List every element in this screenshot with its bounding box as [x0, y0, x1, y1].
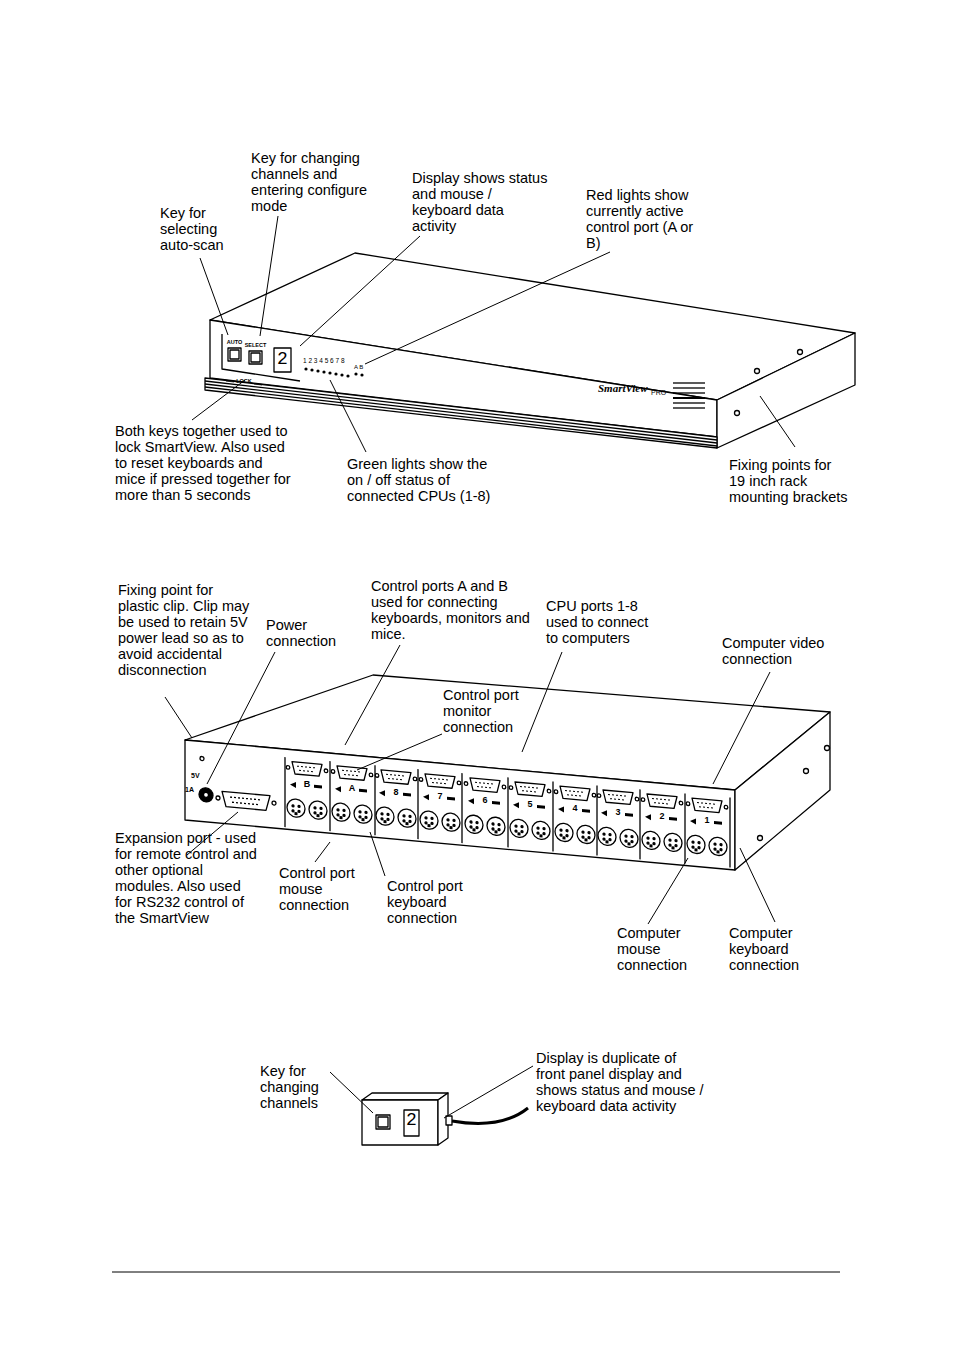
- brand-logo: SmartView: [598, 383, 648, 394]
- callout-label: Red lights show currently active control…: [586, 187, 704, 251]
- port-label: 6: [482, 796, 487, 805]
- leader-lines: [192, 216, 795, 452]
- callout-label: Key for changing channels: [260, 1063, 332, 1111]
- key-label: AUTO: [227, 340, 242, 346]
- callout-label: Fixing points for 19 inch rack mounting …: [729, 457, 849, 505]
- callout-label: Key for selecting auto-scan: [160, 205, 236, 253]
- callout-label: Control ports A and B used for connectin…: [371, 578, 531, 642]
- callout-label: CPU ports 1-8 used to connect to compute…: [546, 598, 662, 646]
- callout-label: Key for changing channels and entering c…: [251, 150, 381, 214]
- callout-label: Green lights show the on / off status of…: [347, 456, 492, 504]
- port-label: A: [349, 784, 356, 793]
- led-numbers: 1 2 3 4 5 6 7 8: [303, 358, 345, 365]
- callout-label: Fixing point for plastic clip. Clip may …: [118, 582, 254, 678]
- display-digit: 2: [277, 350, 288, 368]
- port-label: 5: [527, 800, 532, 809]
- leader-lines: [330, 1066, 533, 1118]
- remote-unit: [362, 1093, 528, 1145]
- port-label: B: [304, 780, 311, 789]
- power-rating: 1A: [185, 786, 194, 793]
- port-indicator-label: A B: [354, 364, 363, 370]
- key-label: SELECT: [245, 343, 267, 349]
- page-rule: [112, 1272, 840, 1273]
- front-unit: [205, 253, 855, 448]
- port-label: 2: [659, 812, 664, 821]
- callout-label: Computer video connection: [722, 635, 840, 667]
- callout-label: Display shows status and mouse / keyboar…: [412, 170, 550, 234]
- port-label: 1: [704, 816, 709, 825]
- port-label: 4: [572, 804, 577, 813]
- callout-label: Control port mouse connection: [279, 865, 371, 913]
- callout-label: Power connection: [266, 617, 346, 649]
- display-digit: 2: [406, 1111, 417, 1129]
- leader-lines: [165, 645, 775, 924]
- callout-label: Control port monitor connection: [443, 687, 533, 735]
- brand-suffix: PRO: [651, 389, 666, 396]
- port-label: 8: [393, 788, 398, 797]
- rear-unit: [185, 675, 830, 870]
- power-rating: 5V: [191, 772, 200, 779]
- port-label: 3: [615, 808, 620, 817]
- callout-label: Expansion port - used for remote control…: [115, 830, 257, 926]
- port-label: 7: [437, 792, 442, 801]
- callout-label: Both keys together used to lock SmartVie…: [115, 423, 293, 503]
- key-label: LOCK: [236, 379, 252, 385]
- callout-label: Control port keyboard connection: [387, 878, 481, 926]
- callout-label: Computer keyboard connection: [729, 925, 813, 973]
- callout-label: Computer mouse connection: [617, 925, 701, 973]
- callout-label: Display is duplicate of front panel disp…: [536, 1050, 704, 1114]
